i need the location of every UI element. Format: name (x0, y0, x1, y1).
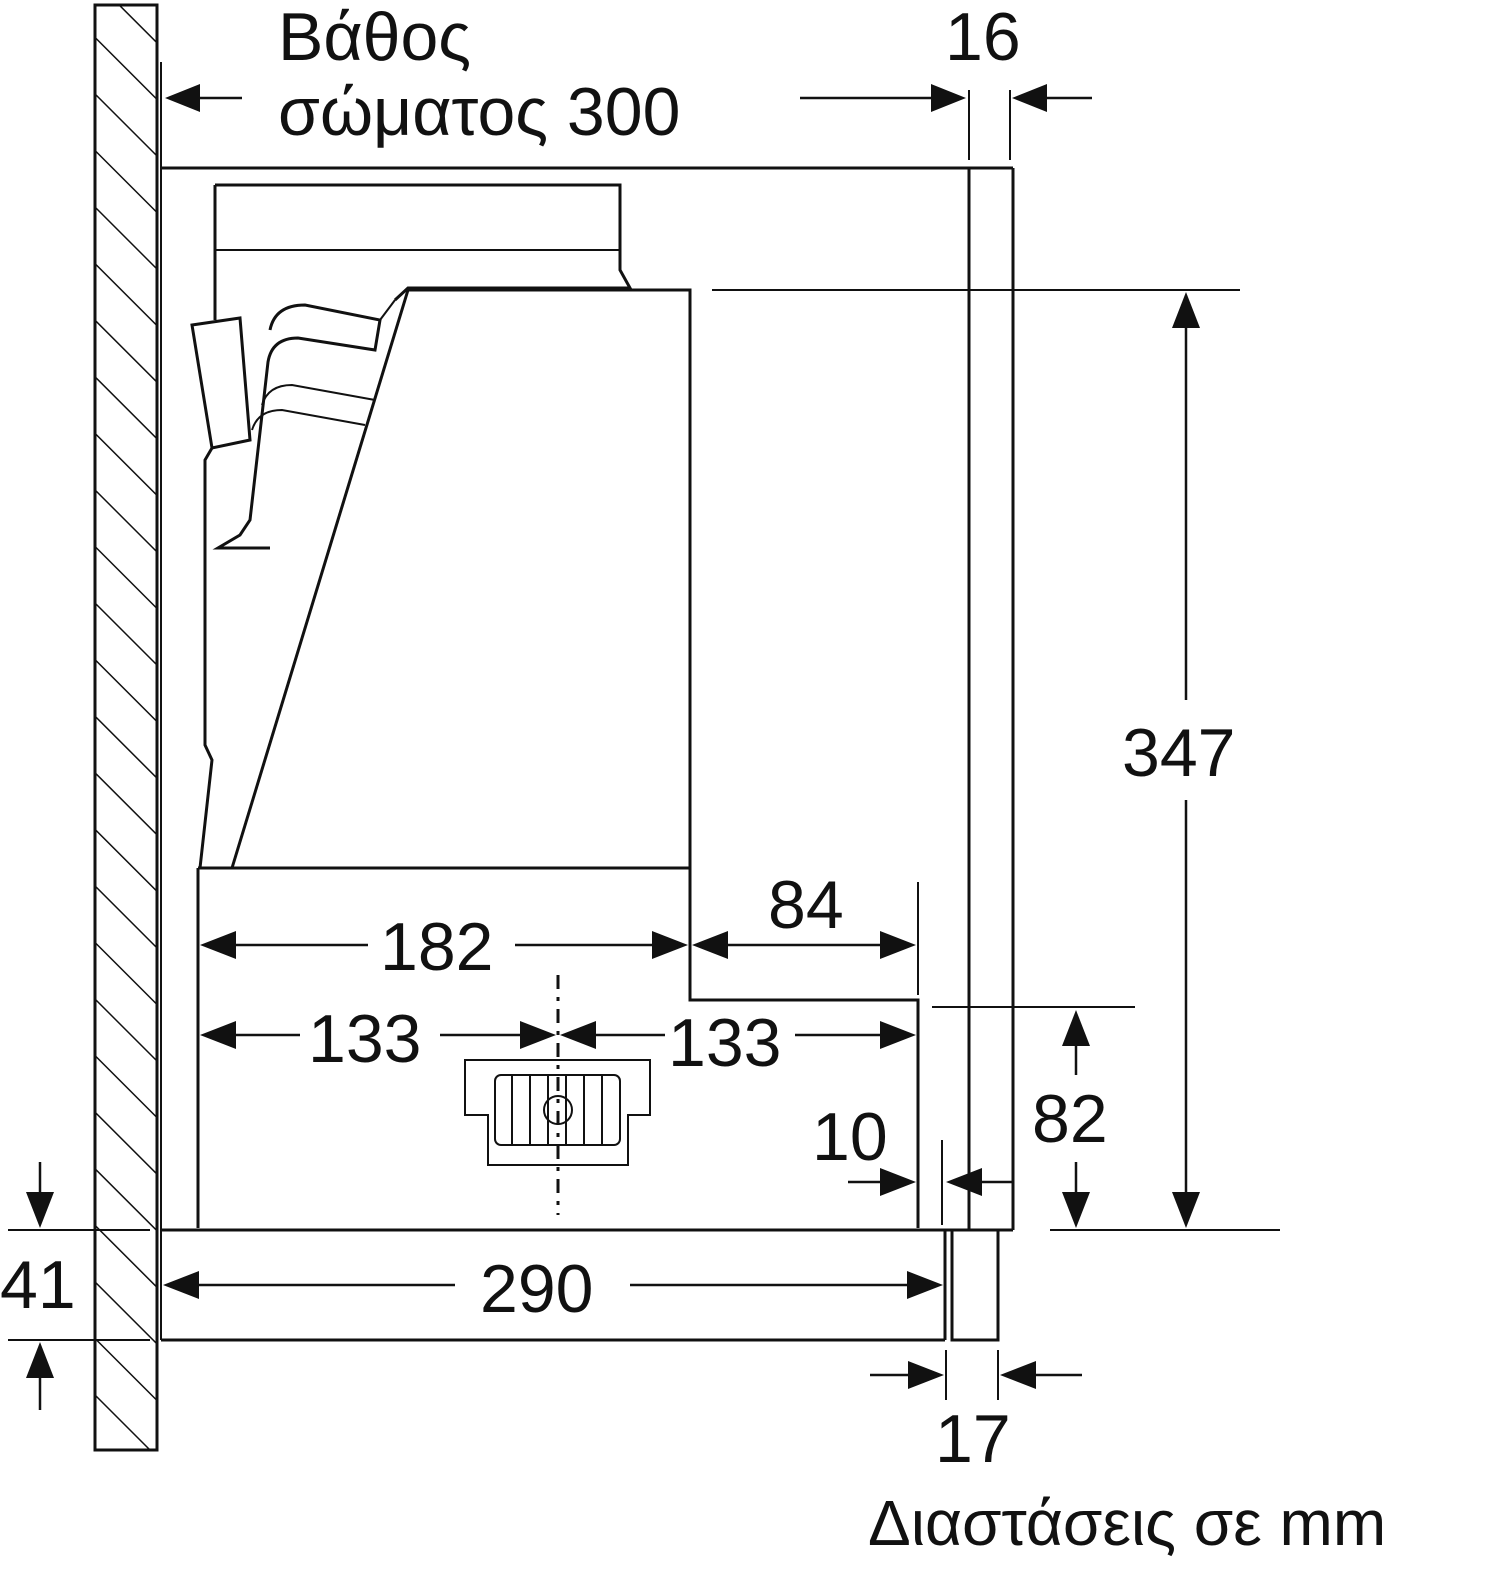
cabinet-outline (161, 166, 1015, 1232)
front-panel (950, 1228, 1000, 1342)
motor-connector (464, 975, 651, 1215)
wall (93, 3, 162, 1452)
dim-347-label: 347 (1122, 715, 1235, 791)
hood-lower-section (196, 866, 920, 1228)
dimension-41: 41 (0, 1162, 150, 1410)
dimension-depth-300: Βάθος σώματος 300 (165, 0, 966, 150)
dimension-133-right: 133 (560, 1005, 916, 1081)
dimension-84: 84 (692, 867, 919, 995)
hood-housing (190, 183, 692, 869)
dim-133-right-label: 133 (668, 1005, 781, 1081)
dim-182-label: 182 (380, 909, 493, 985)
dim-82-label: 82 (1032, 1081, 1108, 1157)
dim-41-label: 41 (0, 1247, 76, 1323)
bottom-shelf (161, 1230, 947, 1342)
dimension-82: 82 (932, 1006, 1135, 1228)
depth-label-line1: Βάθος (278, 0, 471, 75)
dimension-347: 347 (712, 289, 1280, 1231)
depth-label-line2: σώματος 300 (278, 74, 680, 150)
dimension-17: 17 (870, 1350, 1082, 1477)
dimension-10: 10 (812, 1099, 1012, 1225)
dim-84-label: 84 (768, 867, 844, 943)
dim-17-label: 17 (935, 1401, 1011, 1477)
dimension-16: 16 (945, 0, 1092, 160)
dim-10-label: 10 (812, 1099, 888, 1175)
dim-290-label: 290 (480, 1251, 593, 1327)
dimension-182: 182 (200, 909, 688, 985)
dimension-290: 290 (163, 1251, 943, 1327)
units-note: Διαστάσεις σε mm (868, 1487, 1386, 1559)
dim-133-left-label: 133 (308, 1001, 421, 1077)
dimension-133-left: 133 (200, 1001, 556, 1077)
dim-16-label: 16 (945, 0, 1021, 75)
